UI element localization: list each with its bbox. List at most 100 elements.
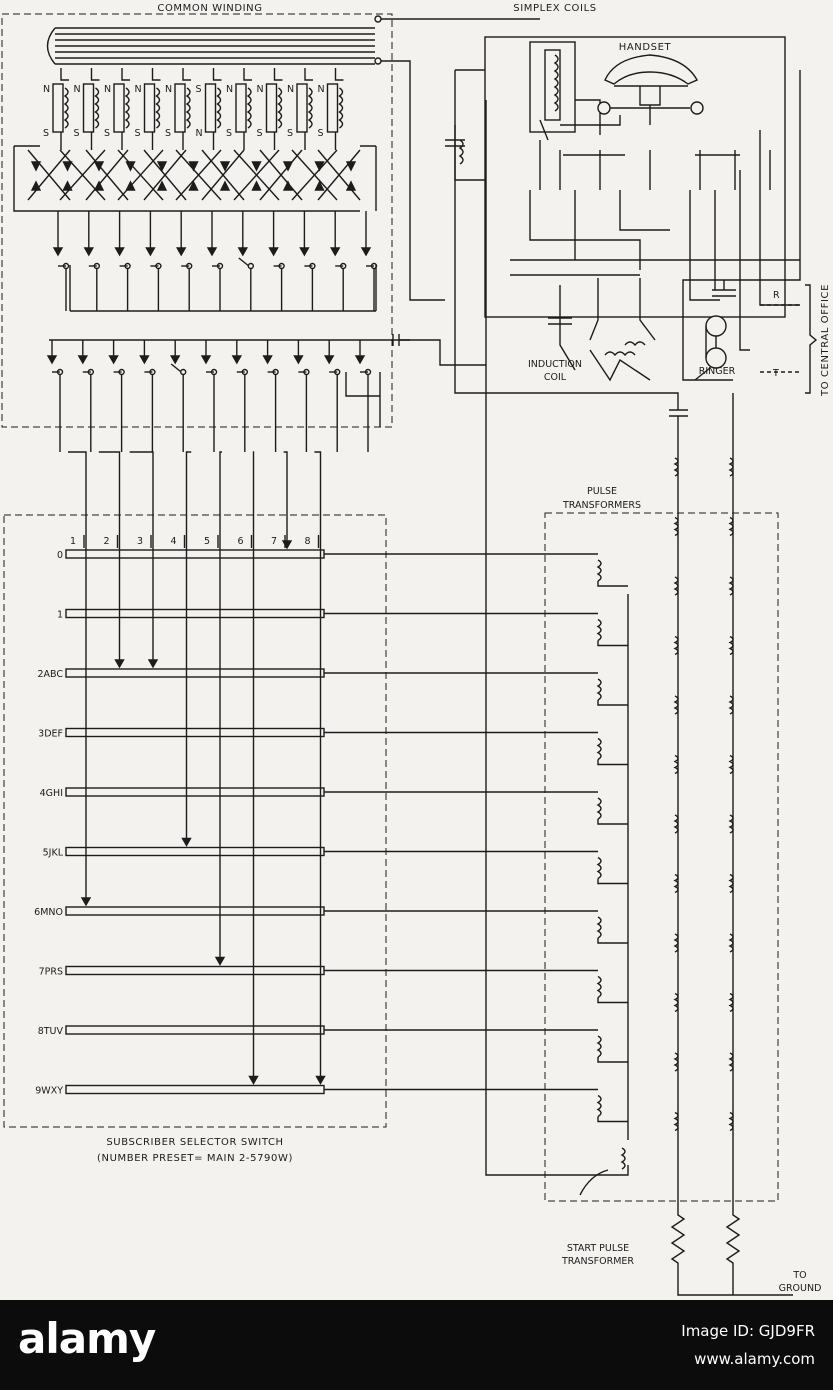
pulse-lead [597, 1116, 628, 1123]
magnet-coil [124, 87, 130, 129]
telephone-set [454, 36, 801, 381]
diode-marker [251, 161, 262, 172]
switch-title-1: SUBSCRIBER SELECTOR SWITCH [106, 1137, 283, 1148]
contact-arrow [200, 355, 212, 365]
magnet-pole-bottom: S [287, 128, 293, 139]
magnet-pole-top: N [318, 84, 325, 95]
magnet-pole-bottom: S [257, 128, 263, 139]
pulse-lead [597, 997, 628, 1004]
pulse-secondary-coil [673, 754, 679, 775]
pulse-transformers-label-1: PULSE [587, 486, 617, 497]
row-bar [65, 727, 325, 738]
pulse-secondary-coil [728, 933, 734, 953]
handset-icon [560, 54, 704, 126]
magnet-pole-top: N [165, 84, 172, 95]
magnet-lead [182, 68, 191, 81]
column-label: 8 [305, 536, 311, 547]
contact-arrow [77, 355, 89, 365]
diode-marker [314, 180, 325, 191]
pulse-secondary-coil [673, 992, 679, 1013]
diode-marker [282, 180, 294, 191]
pulse-primary-coil [596, 618, 602, 642]
magnet-pole-top: N [43, 84, 50, 95]
contact-arrow [231, 355, 243, 365]
pulse-secondary-coil [728, 754, 734, 775]
watermark-brand: alamy [18, 1314, 156, 1363]
pulse-secondary-coil [728, 1111, 734, 1132]
diode-marker [314, 161, 325, 172]
magnet-lead [243, 68, 252, 81]
bus-bar-upper [69, 265, 377, 312]
magnet-coil [185, 87, 191, 129]
watermark-image-id: Image ID: GJD9FR [681, 1322, 815, 1340]
start-pulse-label-2: TRANSFORMER [561, 1256, 634, 1267]
pulse-primary-coil [596, 797, 602, 820]
selection-arrow [181, 837, 192, 847]
ringer-icon [694, 280, 800, 381]
column-label: 7 [271, 536, 277, 547]
magnet-coil [338, 87, 344, 129]
pulse-secondary-coil [728, 695, 734, 715]
diode-marker [156, 180, 168, 191]
contact-arrow [139, 355, 150, 365]
magnet-core [113, 83, 125, 133]
row-bar [65, 965, 325, 976]
pulse-primary-coil [596, 678, 602, 701]
magnet-lead [273, 68, 283, 81]
diode-marker [156, 161, 168, 172]
magnet-lead [60, 68, 69, 81]
column-label: 3 [137, 536, 143, 547]
selection-wire [283, 451, 288, 541]
row-label: 5JKL [43, 848, 64, 859]
pulse-secondary-coil [728, 457, 734, 477]
diode-marker [93, 161, 105, 172]
r-terminal-label: R [773, 290, 780, 301]
pulse-secondary-coil [673, 814, 679, 834]
simplex-coils-label: SIMPLEX COILS [513, 3, 596, 14]
magnet-lead [304, 68, 313, 81]
open-contact [170, 363, 182, 373]
magnet-coil [155, 87, 161, 129]
row-label: 2ABC [37, 669, 63, 680]
pulse-secondary-coil [728, 992, 734, 1013]
selection-wire [252, 451, 255, 1077]
pulse-lead [597, 640, 628, 647]
upper-dashed-enclosure [1, 13, 393, 428]
pulse-primary-coil [596, 916, 602, 939]
contact-point [247, 262, 255, 270]
contact-arrow [46, 355, 58, 365]
magnet-pole-bottom: S [43, 128, 49, 139]
pulse-secondary-coil [673, 695, 679, 715]
magnet-core [296, 83, 308, 133]
column-label: 6 [238, 536, 244, 547]
pulse-primary-coil [596, 1094, 602, 1118]
pulse-transformer-chain [596, 440, 734, 1205]
magnet-core [326, 83, 339, 133]
selector-dashed-enclosure [3, 514, 387, 1128]
row-label: 6MNO [34, 907, 63, 918]
induction-label-1: INDUCTION [528, 359, 582, 370]
diode-marker [219, 161, 231, 172]
magnet-coil [216, 87, 222, 129]
central-office-brace [805, 284, 818, 394]
pulse-secondary-coil [673, 1111, 679, 1132]
induction-label-2: COIL [544, 372, 567, 383]
magnet-coil [94, 87, 100, 129]
contact-arrow [293, 355, 304, 365]
row-label: 7PRS [39, 967, 63, 978]
magnet-coil [277, 87, 283, 129]
pulse-capacitor [669, 409, 688, 417]
column-label: 1 [70, 536, 76, 547]
magnet-lead [151, 68, 161, 81]
selection-arrow [315, 1075, 326, 1085]
pulse-primary-coil [596, 1035, 602, 1058]
magnet-core [235, 83, 247, 133]
start-pulse-pointer [579, 1169, 609, 1196]
row-bar [65, 846, 325, 857]
contact-arrow [360, 247, 372, 257]
contact-arrow [108, 355, 119, 365]
magnet-pole-top: N [74, 84, 81, 95]
magnet-core [265, 83, 278, 133]
magnet-core [204, 83, 217, 133]
pulse-lead [597, 1057, 628, 1063]
